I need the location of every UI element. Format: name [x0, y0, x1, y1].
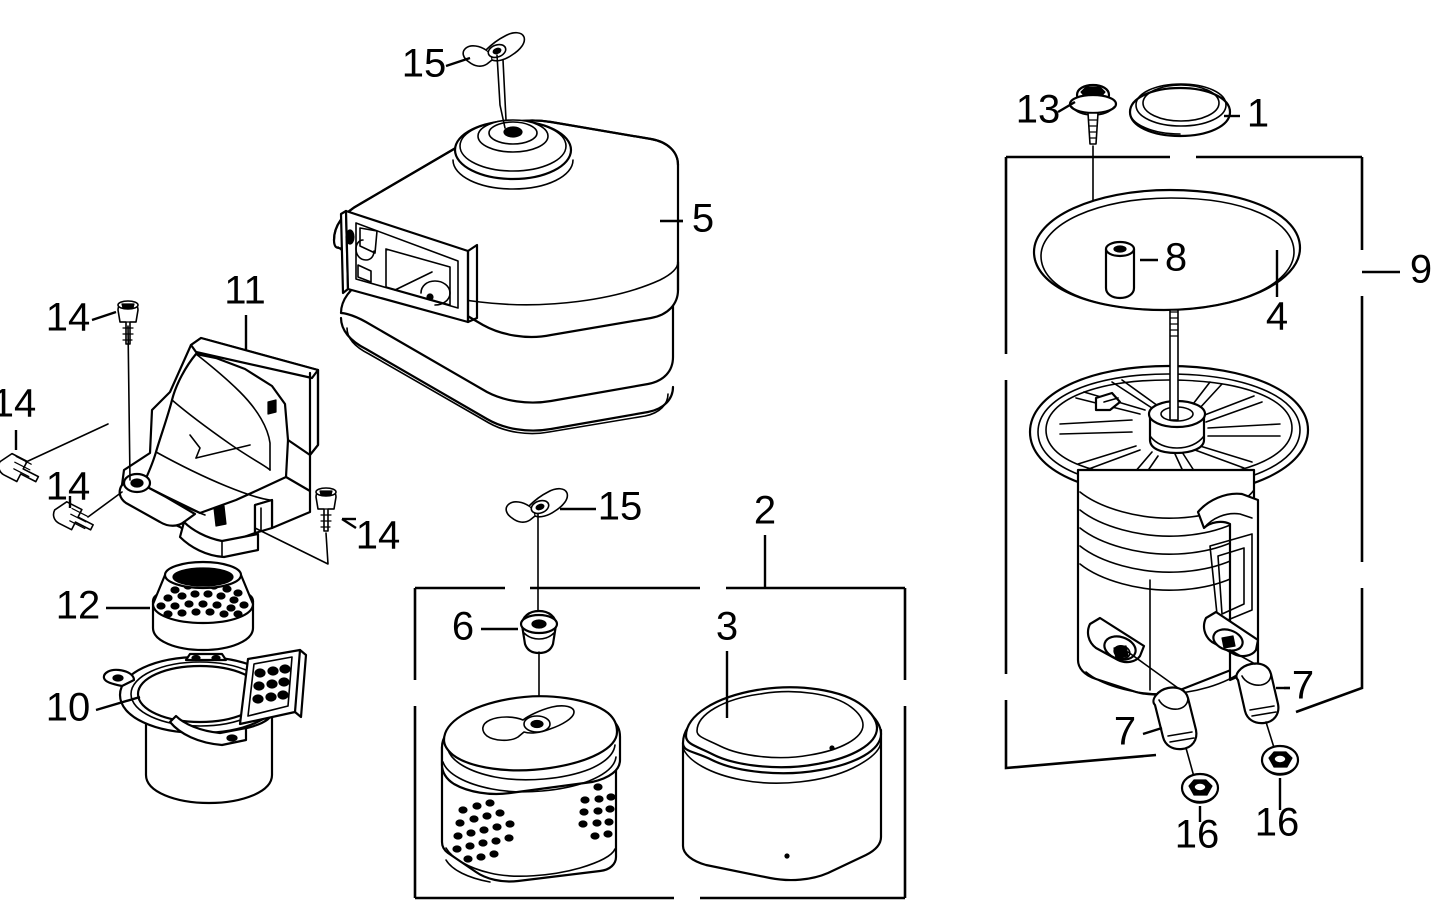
- callout-12: 12: [56, 584, 101, 628]
- part-14-screw-right: [254, 487, 357, 565]
- part-7-collar-right: [1229, 649, 1290, 755]
- part-6-filter-retainer-nut: [481, 609, 559, 723]
- group-box-9: [1004, 155, 1364, 770]
- part-5-side-vent: [339, 209, 479, 324]
- callout-2: 2: [754, 489, 776, 533]
- part-5-air-cleaner-cover: [332, 119, 680, 435]
- callout-14-upper: 14: [46, 296, 91, 340]
- callout-13: 13: [1016, 88, 1061, 132]
- callout-9: 9: [1410, 248, 1432, 292]
- callout-7-left: 7: [1114, 710, 1136, 754]
- callout-8: 8: [1165, 236, 1187, 280]
- callout-14-far-left: 14: [0, 382, 36, 426]
- part-10-air-cleaner-bowl: [95, 648, 308, 805]
- part-15-wing-nut-top: [445, 31, 526, 129]
- group-box-2: [413, 586, 907, 900]
- callout-3: 3: [716, 605, 738, 649]
- callout-5: 5: [692, 197, 714, 241]
- part-13-flange-bolt: [1057, 83, 1118, 291]
- callout-10: 10: [46, 686, 91, 730]
- part-11-elbow-duct: [118, 336, 320, 559]
- part-filter-element: [440, 695, 622, 883]
- part-8-spacer-bushing: [1104, 240, 1158, 300]
- callout-4: 4: [1266, 295, 1288, 339]
- part-9-air-cleaner-base: [1028, 309, 1310, 696]
- part-16-nut-right: [1260, 744, 1300, 810]
- part-7-collar-left: [1127, 651, 1198, 785]
- part-12-mesh-screen: [106, 560, 255, 652]
- callout-15-lower: 15: [598, 485, 643, 529]
- part-1-o-ring-seal: [1128, 83, 1240, 138]
- callout-16-right: 16: [1255, 801, 1300, 845]
- callout-numbers: 1 2 3 4 5 6 7 7 8 9 10 11 12 13 14 14 14…: [0, 42, 1432, 857]
- callout-6: 6: [452, 605, 474, 649]
- part-14-screw-upper: [91, 300, 139, 481]
- part-14-screw-lower-left: [52, 491, 123, 531]
- callout-16-left: 16: [1175, 813, 1220, 857]
- callout-11: 11: [224, 269, 266, 313]
- part-4-cover-gasket: [1032, 188, 1302, 312]
- callout-14-lower-left: 14: [46, 465, 91, 509]
- callout-1: 1: [1247, 92, 1269, 136]
- part-14-screw-far-left: [0, 423, 109, 483]
- callout-15-top: 15: [402, 42, 447, 86]
- part-15-wing-nut-lower: [505, 487, 596, 624]
- part-16-nut-left: [1180, 772, 1220, 822]
- part-3-foam-prefilter: [681, 651, 883, 882]
- callout-14-right: 14: [356, 514, 401, 558]
- callout-7-right: 7: [1292, 664, 1314, 708]
